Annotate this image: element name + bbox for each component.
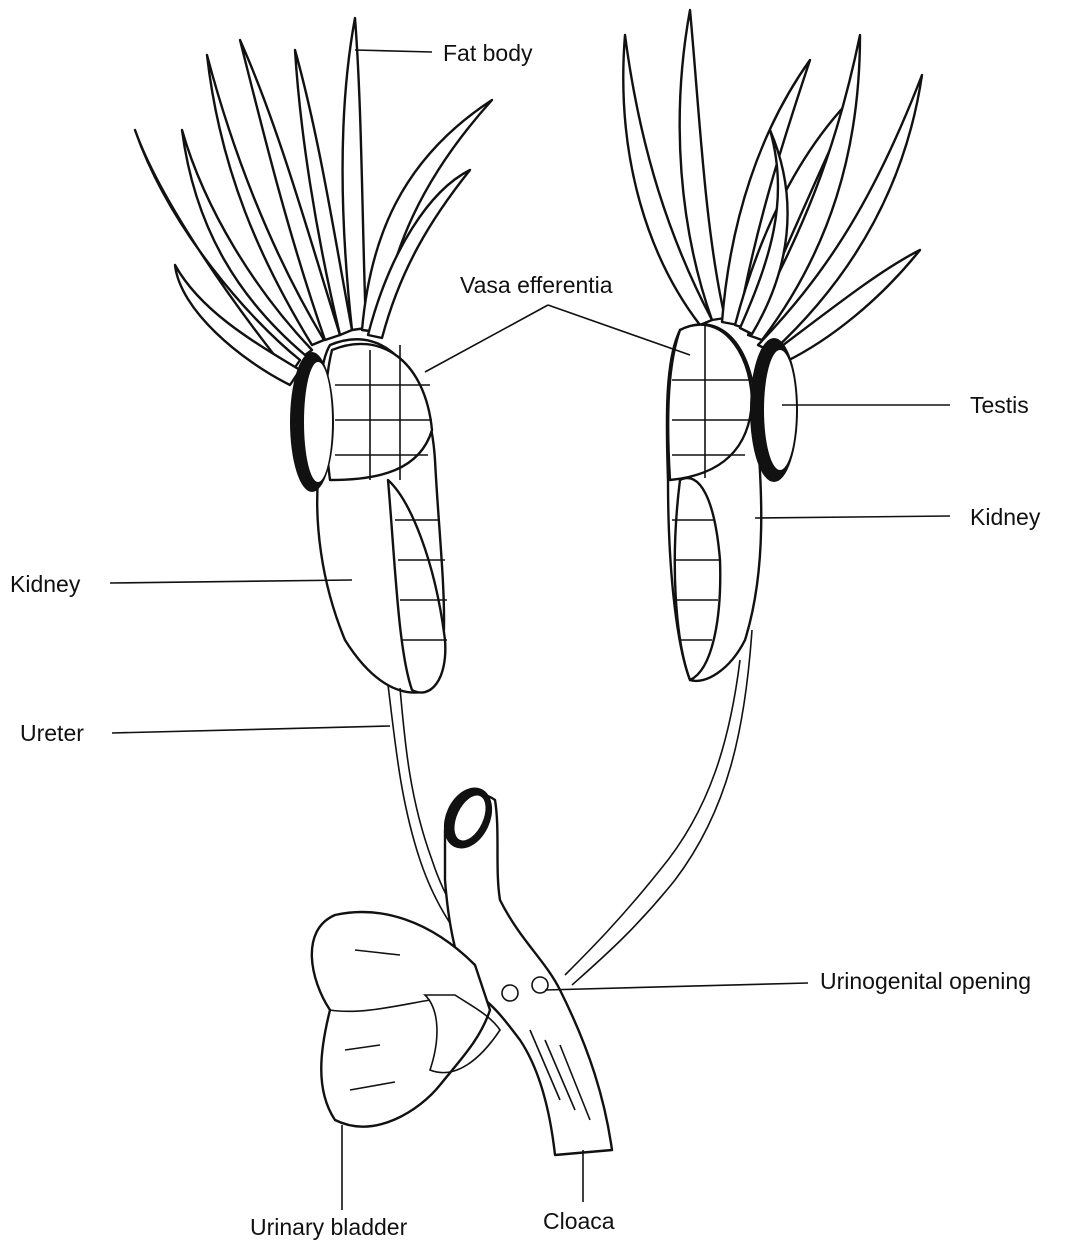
kidney-left (317, 339, 447, 692)
leader-vasa-efferentia-right (548, 305, 690, 355)
label-ureter: Ureter (20, 722, 84, 745)
leader-kidney-right (755, 516, 950, 518)
label-fat-body: Fat body (443, 42, 533, 65)
label-kidney-left: Kidney (10, 573, 80, 596)
label-vasa-efferentia: Vasa efferentia (460, 274, 613, 297)
label-urinary-bladder: Urinary bladder (250, 1216, 407, 1239)
testis-right (750, 338, 798, 482)
leader-ureter (112, 726, 390, 733)
fat-body-right (623, 10, 922, 362)
label-urinogenital-opening: Urinogenital opening (820, 970, 1031, 993)
label-cloaca: Cloaca (543, 1210, 615, 1233)
leader-vasa-efferentia-left (425, 305, 548, 372)
fat-body-left (135, 18, 492, 385)
testis-left (290, 352, 334, 492)
label-testis: Testis (970, 394, 1029, 417)
kidney-right (667, 322, 761, 681)
leader-urinogenital-opening (545, 983, 808, 990)
leader-fat-body (355, 50, 432, 52)
label-kidney-right: Kidney (970, 506, 1040, 529)
leader-kidney-left (110, 580, 352, 583)
ureters (388, 630, 752, 985)
